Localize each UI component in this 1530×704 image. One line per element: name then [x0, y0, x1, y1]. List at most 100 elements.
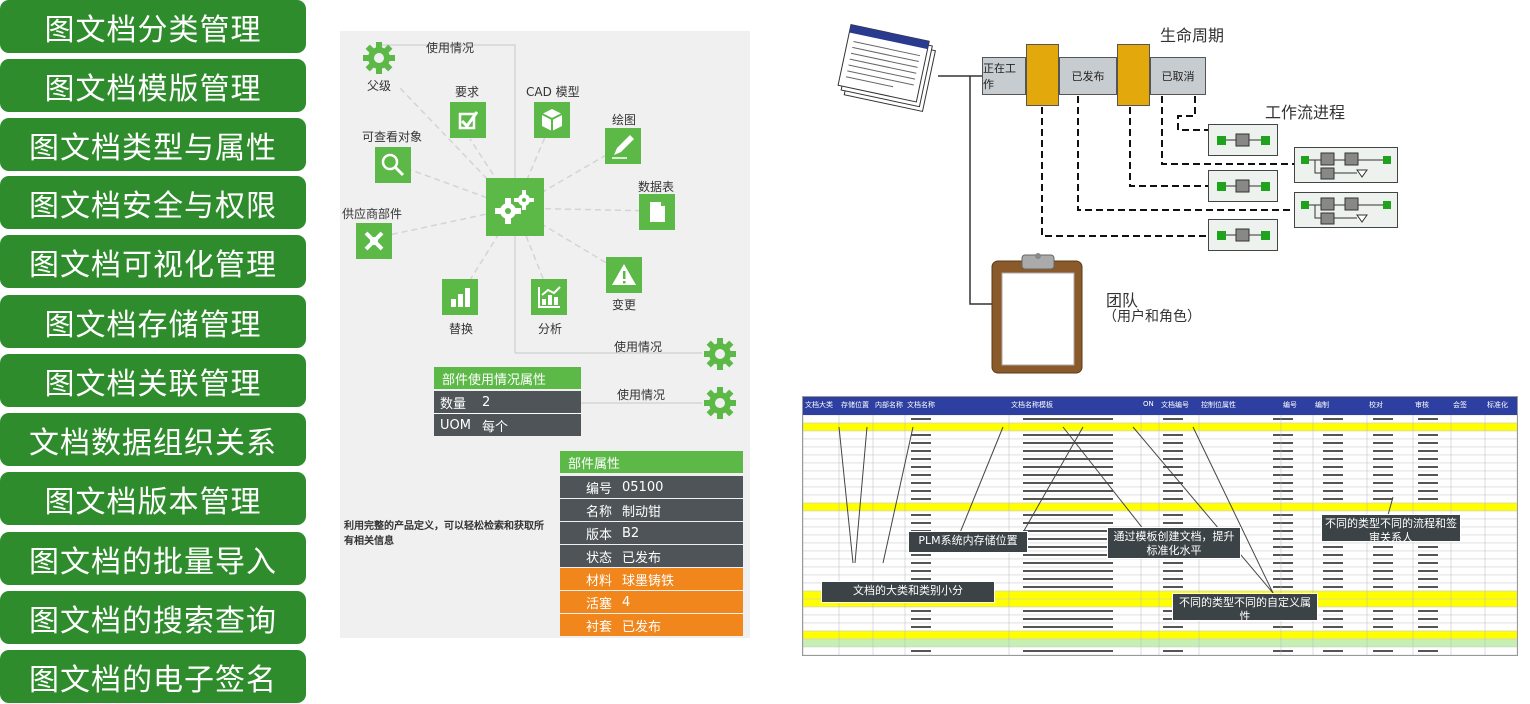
- sheet-cell-text: [1323, 482, 1343, 484]
- sheet-cell-text: [1418, 554, 1438, 556]
- usage-label-mid: 使用情况: [614, 340, 663, 354]
- menu-item-visualization[interactable]: 图文档可视化管理: [0, 235, 306, 288]
- menu-item-type-attr[interactable]: 图文档类型与属性: [0, 118, 306, 171]
- sheet-row: [803, 494, 1517, 504]
- sheet-cell-text: [1023, 618, 1113, 620]
- sheet-cell-text: [1023, 522, 1113, 524]
- menu-item-storage[interactable]: 图文档存储管理: [0, 295, 306, 348]
- sheet-header-cell: 文档大类: [805, 401, 833, 409]
- sheet-row: [803, 446, 1517, 456]
- sheet-header-cell: 标准化: [1487, 401, 1508, 409]
- menu-item-security[interactable]: 图文档安全与权限: [0, 176, 306, 229]
- part-attr-value: 已发布: [622, 619, 662, 635]
- callout-attributes: 不同的类型不同的自定义属性: [1172, 593, 1318, 623]
- sheet-cell-text: [1323, 418, 1343, 420]
- sheet-row: [803, 422, 1517, 432]
- part-attr-value: 4: [622, 594, 631, 610]
- sheet-cell-text: [1418, 490, 1438, 492]
- menu-item-relations[interactable]: 图文档关联管理: [0, 354, 306, 407]
- pencil-icon: [605, 128, 641, 164]
- part-attr-key: 活塞: [585, 596, 612, 612]
- sheet-cell-text: [1023, 626, 1113, 628]
- sheet-cell-text: [1373, 618, 1393, 620]
- sheet-cell-text: [1023, 562, 1113, 564]
- analysis-chart-icon: [531, 279, 567, 315]
- state-released: 已发布: [1059, 57, 1117, 95]
- menu-item-search[interactable]: 图文档的搜索查询: [0, 591, 306, 644]
- sheet-cell-text: [911, 498, 931, 500]
- sheet-header-cell: 文档名称: [907, 401, 935, 409]
- sheet-cell-text: [1273, 474, 1293, 476]
- callout-template: 通过模板创建文档，提升标准化水平: [1107, 527, 1241, 559]
- sheet-cell-text: [1273, 546, 1293, 548]
- part-attr-key: 材料: [585, 573, 612, 589]
- sheet-cell-text: [1273, 650, 1293, 652]
- sheet-cell-text: [1163, 626, 1183, 628]
- state-working: 正在工作: [982, 57, 1026, 95]
- workflow-box-3: [1208, 170, 1278, 202]
- sheet-cell-text: [911, 434, 931, 436]
- menu-item-template[interactable]: 图文档模版管理: [0, 59, 306, 112]
- checkbox-icon: [450, 102, 486, 138]
- sheet-cell-text: [1273, 538, 1293, 540]
- sheet-cell-text: [1418, 418, 1438, 420]
- sheet-cell-text: [1373, 498, 1393, 500]
- sheet-cell-text: [1023, 498, 1113, 500]
- sheet-row: [803, 606, 1517, 616]
- sheet-cell-text: [1373, 474, 1393, 476]
- uom-value: 每个: [482, 419, 509, 435]
- team-title: 团队: [1106, 291, 1139, 310]
- sheet-header-cell: 校对: [1369, 401, 1383, 409]
- menu-item-version[interactable]: 图文档版本管理: [0, 472, 306, 525]
- part-attr-value: 制动钳: [622, 504, 662, 520]
- menu-item-data-organization[interactable]: 文档数据组织关系: [0, 413, 306, 466]
- part-attr-row: 名称制动钳: [560, 499, 743, 521]
- documents-icon: [837, 24, 936, 113]
- menu-item-batch-import[interactable]: 图文档的批量导入: [0, 532, 306, 585]
- sheet-cell-text: [1373, 418, 1393, 420]
- clipboard-icon: [991, 253, 1083, 374]
- sheet-cell-text: [1163, 434, 1183, 436]
- sheet-cell-text: [1163, 482, 1183, 484]
- parent-label: 父级: [367, 79, 392, 93]
- sheet-row: [803, 622, 1517, 632]
- sheet-cell-text: [1163, 458, 1183, 460]
- sheet-header-cell: 内部名称: [875, 401, 903, 409]
- sheet-cell-text: [1418, 650, 1438, 652]
- sheet-cell-text: [911, 514, 931, 516]
- part-attr-row: 材料球墨铸铁: [560, 568, 743, 590]
- part-attr-row: 活塞 4: [560, 591, 743, 613]
- sheet-cell-text: [1373, 626, 1393, 628]
- sheet-cell-text: [1273, 482, 1293, 484]
- sheet-cell-text: [1323, 450, 1343, 452]
- menu-item-esignature[interactable]: 图文档的电子签名: [0, 650, 306, 703]
- workflow-box-1: [1208, 124, 1278, 156]
- sheet-cell-text: [1273, 626, 1293, 628]
- transition-2: [1117, 44, 1150, 106]
- sheet-cell-text: [1023, 554, 1113, 556]
- menu-item-category[interactable]: 图文档分类管理: [0, 0, 306, 53]
- change-label: 变更: [612, 298, 637, 312]
- workflow-box-5: [1208, 219, 1278, 251]
- sheet-row: [803, 614, 1517, 624]
- part-attr-key: 编号: [585, 481, 612, 497]
- sheet-cell-text: [1418, 458, 1438, 460]
- sheet-row: [803, 558, 1517, 568]
- sheet-cell-text: [1418, 610, 1438, 612]
- sheet-cell-text: [1418, 434, 1438, 436]
- sheet-cell-text: [911, 466, 931, 468]
- part-attr-title: 部件属性: [560, 451, 743, 473]
- state-cancelled: 已取消: [1150, 57, 1206, 95]
- sheet-cell-text: [911, 626, 931, 628]
- tools-icon: [356, 223, 392, 259]
- sheet-cell-text: [1373, 610, 1393, 612]
- note-text: 利用完整的产品定义，可以轻松检索和获取所有相关信息: [344, 521, 544, 547]
- sheet-cell-text: [1373, 578, 1393, 580]
- part-attr-row: 状态已发布: [560, 545, 743, 567]
- sheet-cell-text: [911, 458, 931, 460]
- sheet-cell-text: [1373, 570, 1393, 572]
- sheet-cell-text: [1323, 546, 1343, 548]
- sheet-cell-text: [1323, 466, 1343, 468]
- sheet-header-cell: 文档编号: [1161, 401, 1189, 409]
